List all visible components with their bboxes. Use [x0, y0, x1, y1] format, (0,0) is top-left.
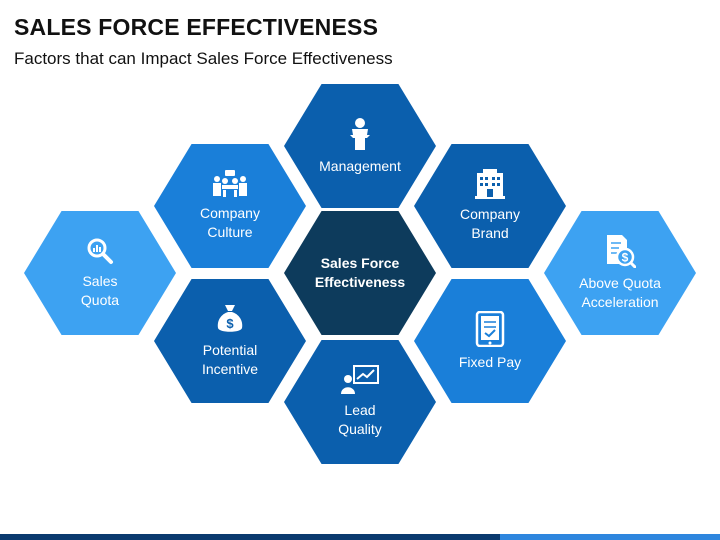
management-label: Management [319, 157, 401, 174]
company-brand-label: Company Brand [460, 206, 520, 241]
page-subtitle: Factors that can Impact Sales Force Effe… [14, 49, 393, 68]
page-title: SALES FORCE EFFECTIVENESS [14, 14, 379, 40]
team-meeting-icon [211, 170, 249, 198]
above-quota-label: Above Quota Acceleration [579, 275, 661, 310]
lead-quality-label: Lead Quality [338, 402, 382, 437]
hex-center: Sales Force Effectiveness [284, 211, 436, 335]
hex-company-brand: Company Brand [414, 144, 566, 268]
fixed-pay-label: Fixed Pay [458, 353, 522, 370]
presenter-chart-icon [340, 365, 380, 395]
footer-bar-dark [0, 534, 500, 540]
office-building-icon [474, 169, 506, 199]
company-culture-label: Company Culture [200, 205, 260, 240]
tablet-check-icon [475, 310, 505, 347]
sales-quota-label: Sales Quota [80, 273, 120, 308]
svg-text:$: $ [226, 316, 234, 331]
hex-above-quota: $ Above Quota Acceleration [544, 211, 696, 335]
hex-company-culture: Company Culture [154, 144, 306, 268]
chart-magnifier-icon [85, 236, 115, 266]
money-bag-icon: $ [215, 303, 245, 335]
svg-text:$: $ [622, 251, 629, 265]
hex-sales-quota: Sales Quota [24, 211, 176, 335]
hex-potential-incentive: $ Potential Incentive [154, 279, 306, 403]
potential-incentive-label: Potential Incentive [201, 342, 259, 377]
hex-fixed-pay: Fixed Pay [414, 279, 566, 403]
hex-management: Management [284, 84, 436, 208]
speaker-podium-icon [347, 117, 373, 151]
hex-lead-quality: Lead Quality [284, 340, 436, 464]
center-label: Sales Force Effectiveness [314, 255, 406, 290]
document-dollar-icon: $ [604, 234, 637, 269]
footer-bar-light [500, 534, 720, 540]
